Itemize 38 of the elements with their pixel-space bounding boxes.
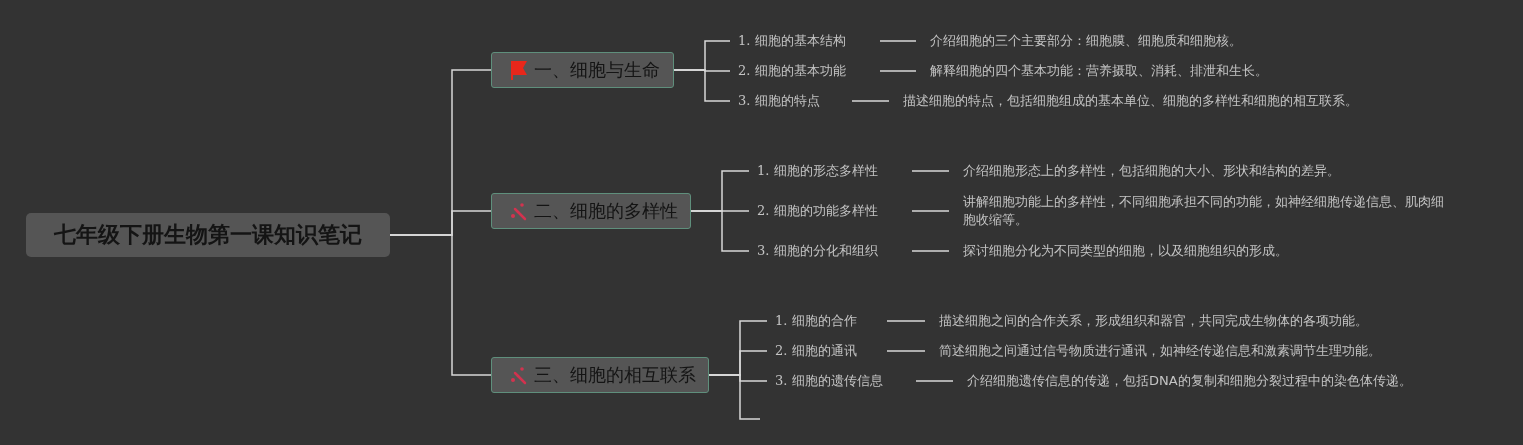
description-text: 探讨细胞分化为不同类型的细胞，以及细胞组织的形成。 [963,242,1288,260]
connector-line [708,374,761,420]
description-text: 描述细胞之间的合作关系，形成组织和器官，共同完成生物体的各项功能。 [939,312,1368,330]
branch-title: 二、细胞的多样性 [534,199,678,223]
description-text: 简述细胞之间通过信号物质进行通讯，如神经传递信息和激素调节生理功能。 [939,342,1381,360]
root-topic [26,213,390,257]
subtopic-label: 3. 细胞的分化和组织 [757,242,878,260]
connector-line [911,250,950,252]
subtopic-label: 3. 细胞的特点 [738,92,820,110]
connector-line [690,210,750,252]
branch-topic [491,357,709,393]
branch-title: 三、细胞的相互联系 [534,363,696,387]
description-text: 介绍细胞的三个主要部分：细胞膜、细胞质和细胞核。 [930,32,1242,50]
title-text: 七年级下册生物第一课知识笔记 [54,221,362,249]
branch-topic [491,52,674,88]
connector-line [879,40,917,42]
connector-line [886,320,926,322]
subtopic-label: 1. 细胞的形态多样性 [757,162,878,180]
connector-line [911,210,950,212]
description-text: 解释细胞的四个基本功能：营养摄取、消耗、排泄和生长。 [930,62,1268,80]
description-text: 介绍细胞遗传信息的传递，包括DNA的复制和细胞分裂过程中的染色体传递。 [967,372,1412,390]
connector-line [673,69,731,102]
branch-topic [491,193,691,229]
subtopic-label: 3. 细胞的遗传信息 [775,372,883,390]
subtopic-label: 1. 细胞的合作 [775,312,857,330]
connector-line [389,234,492,376]
connector-line [851,100,890,102]
connector-line [886,350,926,352]
subtopic-label: 2. 细胞的功能多样性 [757,202,878,220]
description-text: 介绍细胞形态上的多样性，包括细胞的大小、形状和结构的差异。 [963,162,1340,180]
subtopic-label: 2. 细胞的基本功能 [738,62,846,80]
description-text: 讲解细胞功能上的多样性，不同细胞承担不同的功能，如神经细胞传递信息、肌肉细胞收缩等。 [963,193,1445,229]
subtopic-label: 2. 细胞的通讯 [775,342,857,360]
description-text: 描述细胞的特点，包括细胞组成的基本单位、细胞的多样性和细胞的相互联系。 [903,92,1358,110]
connector-line [915,380,954,382]
connector-line [879,70,917,72]
connector-line [911,170,950,172]
subtopic-label: 1. 细胞的基本结构 [738,32,846,50]
